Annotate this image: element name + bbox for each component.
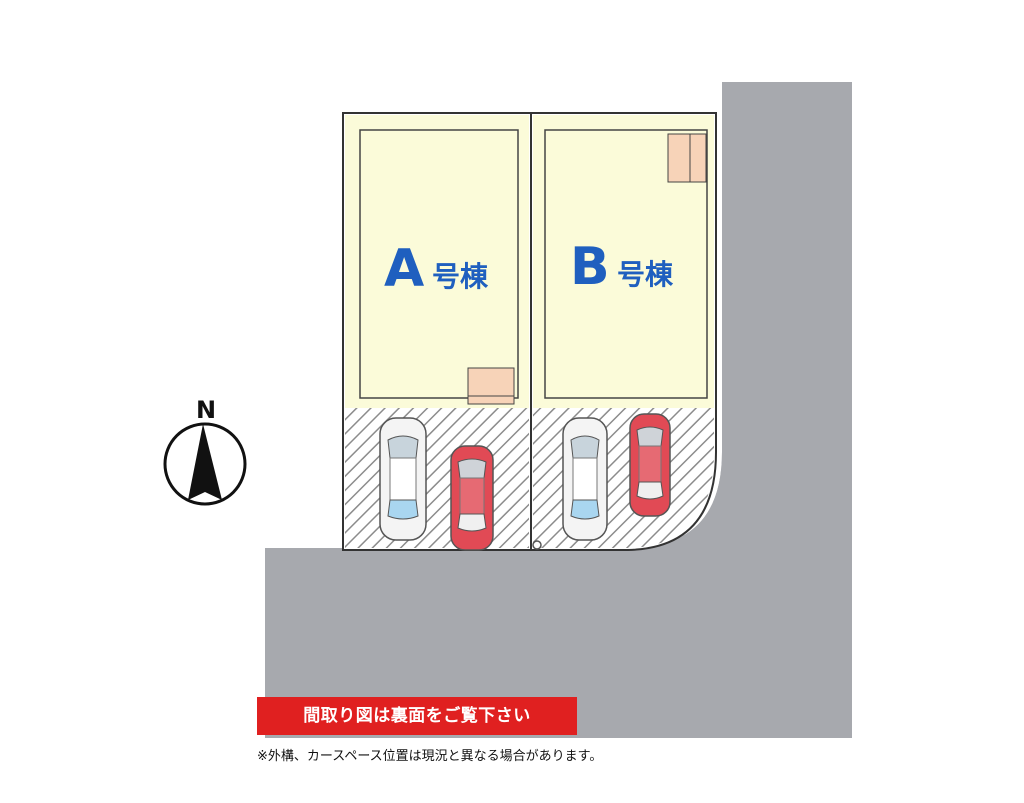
lot-a	[345, 115, 529, 408]
road	[265, 82, 852, 738]
house-a-outline	[359, 129, 519, 399]
road-south	[265, 452, 840, 738]
car-red-b	[629, 413, 671, 517]
car-white-a	[379, 417, 427, 541]
lot-a-area	[345, 115, 529, 408]
compass: N	[163, 396, 247, 506]
compass-needle-icon	[188, 424, 222, 500]
lot-b-letter: B	[570, 237, 610, 297]
road-east	[722, 82, 852, 738]
car-white-b	[562, 417, 608, 541]
disclaimer-note: ※外構、カースペース位置は現況と異なる場合があります。	[257, 749, 603, 764]
parking-area-b	[533, 408, 714, 548]
entrance-a	[467, 367, 515, 405]
lot-b	[533, 115, 714, 408]
entrance-b	[667, 133, 707, 183]
lot-a-letter: A	[384, 239, 424, 299]
floorplan-notice-banner: 間取り図は裏面をご覧下さい	[257, 697, 577, 735]
lot-b-suffix: 号棟	[617, 258, 674, 291]
car-red-a	[450, 445, 494, 551]
road-corner-fill	[628, 452, 722, 548]
parking-area-a	[345, 408, 529, 548]
lot-a-suffix: 号棟	[432, 260, 489, 293]
house-b-outline	[544, 129, 708, 399]
boundary-marker	[532, 540, 542, 550]
compass-north-label: N	[196, 396, 216, 424]
